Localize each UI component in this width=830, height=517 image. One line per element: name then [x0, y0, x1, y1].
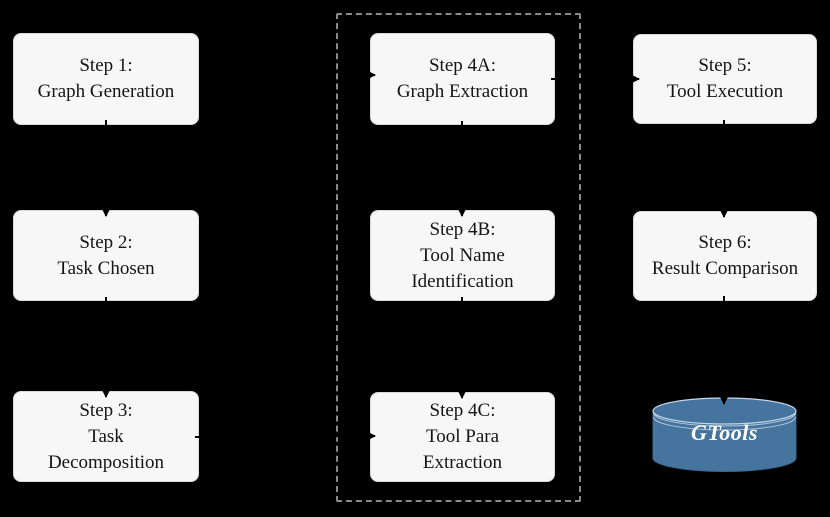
node-step1-title: Step 1:	[79, 55, 133, 76]
node-step3-title: Step 3:	[79, 399, 133, 421]
node-step5: Step 5: Tool Execution	[633, 34, 817, 124]
step4-group-outline	[336, 13, 581, 502]
node-step4a-title: Step 4A:	[428, 55, 497, 76]
node-step3: Step 3: Task Decomposition	[13, 391, 199, 482]
node-step5-title: Step 5:	[698, 55, 752, 76]
gtools-label: GTools	[691, 420, 758, 445]
node-step6-title: Step 6:	[698, 232, 752, 253]
node-step2-title: Step 2:	[79, 231, 133, 253]
node-step1-label: Graph Generation	[37, 81, 175, 102]
node-step4c: Step 4C: Tool Para Extraction	[370, 392, 555, 482]
node-step4c-label: Tool Para Extraction	[422, 426, 503, 473]
node-step6-label: Result Comparison	[651, 258, 799, 279]
node-step4a: Step 4A: Graph Extraction	[370, 33, 555, 125]
node-step4b-title: Step 4B:	[429, 218, 496, 240]
node-step4c-title: Step 4C:	[429, 400, 496, 421]
gtools-database: GTools	[652, 396, 797, 476]
node-step4b: Step 4B: Tool Name Identification	[370, 210, 555, 301]
node-step5-label: Tool Execution	[666, 81, 784, 102]
node-step4b-label: Tool Name Identification	[411, 244, 514, 292]
node-step1: Step 1: Graph Generation	[13, 33, 199, 125]
node-step6: Step 6: Result Comparison	[633, 211, 817, 301]
node-step3-label: Task Decomposition	[47, 425, 165, 473]
database-cylinder-icon	[652, 397, 797, 472]
node-step2-label: Task Chosen	[57, 257, 155, 279]
node-step2: Step 2: Task Chosen	[13, 210, 199, 301]
node-step4a-label: Graph Extraction	[396, 81, 529, 102]
